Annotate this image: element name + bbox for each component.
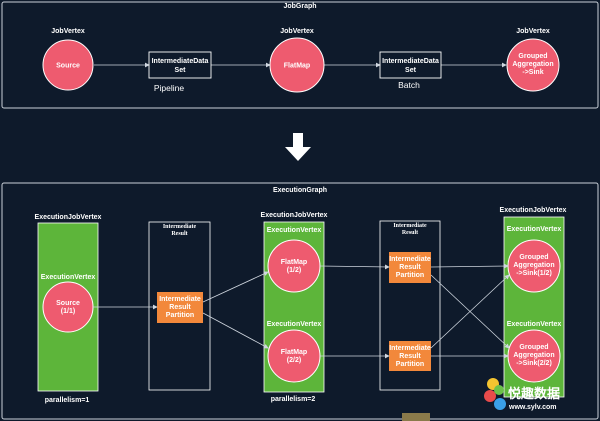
ev-node-flatmap-2-line2: (2/2) <box>287 357 301 364</box>
down-arrow-icon <box>285 133 311 161</box>
ev-node-grouped-1-line1: Grouped <box>519 254 548 261</box>
ev-node-source-line2: (1/1) <box>61 308 75 315</box>
ev-label-flatmap-1: ExecutionVertex <box>267 227 322 234</box>
ev-label-flatmap-2: ExecutionVertex <box>267 321 322 328</box>
parallelism-label-1: parallelism=1 <box>45 397 90 404</box>
jobgraph-title: JobGraph <box>283 3 316 10</box>
intermediate-result-box-1-line2: Result <box>171 231 187 237</box>
node-grouped-line3: ->Sink <box>522 69 543 76</box>
partition-box-1-line1: Intermediate <box>159 296 201 303</box>
partition-box-1 <box>157 292 203 323</box>
ejv-label-source: ExecutionJobVertex <box>35 214 102 221</box>
partition-box-2b-line1: Intermediate <box>389 345 431 352</box>
dataset-box-2-line2: Set <box>405 67 417 74</box>
dataset-box-1-line2: Set <box>175 67 187 74</box>
dataset-box-1 <box>148 51 212 79</box>
node-flatmap-label: FlatMap <box>284 63 310 70</box>
execgraph-title: ExecutionGraph <box>273 187 327 194</box>
partition-box-2b-line2: Result <box>399 353 421 360</box>
ev-label-grouped-2: ExecutionVertex <box>507 321 562 328</box>
pipeline-label: Pipeline <box>154 83 185 93</box>
execgraph-panel <box>1 182 599 420</box>
watermark-url: www.sylv.com <box>508 404 556 411</box>
dataset-box-2-line1: IntermediateData <box>382 58 439 65</box>
node-grouped-line2: Aggregation <box>512 61 553 68</box>
ev-node-flatmap-1-line1: FlatMap <box>281 259 307 266</box>
ejv-label-grouped: ExecutionJobVertex <box>500 207 567 214</box>
intermediate-result-box-2 <box>379 220 441 391</box>
bottom-tab-decoration <box>402 413 430 421</box>
jobvertex-label-grouped: JobVertex <box>516 28 550 35</box>
batch-label: Batch <box>398 80 420 90</box>
ev-label-grouped-1: ExecutionVertex <box>507 226 562 233</box>
node-grouped <box>506 38 560 92</box>
node-source <box>42 39 94 91</box>
intermediate-result-box-2-line2: Result <box>402 230 418 236</box>
ev-node-grouped-2-line1: Grouped <box>519 344 548 351</box>
ev-node-source <box>42 281 94 333</box>
parallelism-label-2: parallelism=2 <box>271 396 316 403</box>
ev-node-flatmap-1-line2: (1/2) <box>287 267 301 274</box>
ev-label-source: ExecutionVertex <box>41 274 96 281</box>
partition-box-2b <box>389 341 431 371</box>
ev-node-grouped-1-line3: ->Sink(1/2) <box>516 270 552 277</box>
partition-box-2b-line3: Partition <box>396 361 424 368</box>
intermediate-result-box-2-line1: Intermediate <box>393 223 427 229</box>
ev-node-grouped-2-line2: Aggregation <box>513 352 554 359</box>
edge-partition1-flatmap2 <box>202 312 269 349</box>
edge-flatmap1-partition2a <box>319 264 390 270</box>
watermark-brand: 悦趣数据 <box>508 386 560 401</box>
dataset-box-1-line1: IntermediateData <box>152 58 209 65</box>
node-flatmap <box>269 37 325 93</box>
dataset-box-2 <box>379 51 442 79</box>
ev-node-source-line1: Source <box>56 300 80 307</box>
jobvertex-label-flatmap: JobVertex <box>280 28 314 35</box>
intermediate-result-box-1-line1: Intermediate <box>163 224 197 230</box>
ev-node-grouped-2-line3: ->Sink(2/2) <box>516 360 552 367</box>
jobgraph-panel <box>1 1 599 109</box>
ev-node-flatmap-1 <box>267 239 321 293</box>
partition-box-1-line2: Result <box>169 304 191 311</box>
intermediate-result-box-1 <box>148 221 211 391</box>
edge-partition1-flatmap1 <box>202 271 269 303</box>
partition-box-2a-line3: Partition <box>396 272 424 279</box>
ev-node-flatmap-2-line1: FlatMap <box>281 349 307 356</box>
partition-box-1-line3: Partition <box>166 312 194 319</box>
partition-box-2a-line1: Intermediate <box>389 256 431 263</box>
node-grouped-line1: Grouped <box>518 53 547 60</box>
partition-box-2a-line2: Result <box>399 264 421 271</box>
ev-node-grouped-1-line2: Aggregation <box>513 262 554 269</box>
ejv-label-flatmap: ExecutionJobVertex <box>261 212 328 219</box>
edge-partition2b-grouped1 <box>430 274 510 349</box>
edge-partition2a-grouped1 <box>430 263 509 269</box>
node-source-label: Source <box>56 63 80 70</box>
ev-node-flatmap-2 <box>267 329 321 383</box>
jobvertex-label-source: JobVertex <box>51 28 85 35</box>
watermark-logo: 悦趣数据 www.sylv.com <box>484 378 560 411</box>
partition-box-2a <box>389 252 431 283</box>
